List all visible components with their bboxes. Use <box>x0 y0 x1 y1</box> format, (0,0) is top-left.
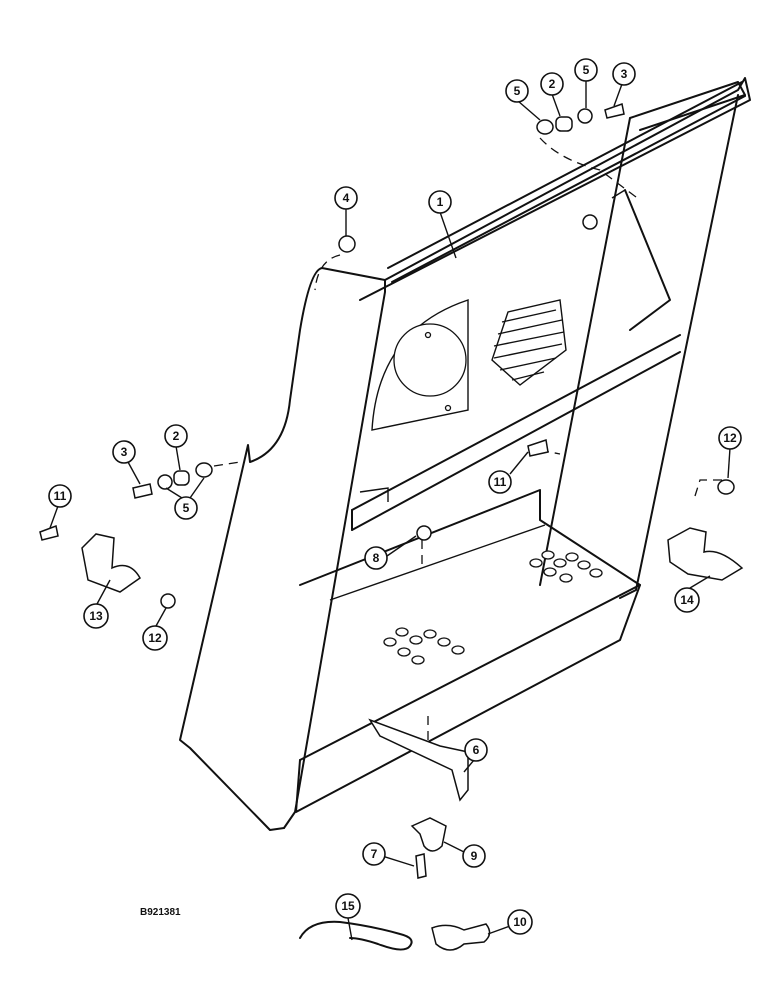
svg-text:6: 6 <box>473 743 480 757</box>
callout-14: 14 <box>674 587 700 613</box>
svg-text:3: 3 <box>621 67 628 81</box>
svg-text:13: 13 <box>89 609 103 623</box>
callout-11-center: 11 <box>488 470 512 494</box>
callout-5-top-left: 5 <box>505 79 529 103</box>
svg-text:11: 11 <box>54 489 67 503</box>
svg-text:5: 5 <box>183 501 190 515</box>
svg-text:5: 5 <box>583 63 590 77</box>
callout-5-top-right: 5 <box>574 58 598 82</box>
svg-text:12: 12 <box>723 431 737 445</box>
main-housing <box>179 77 751 831</box>
drawing-reference-code: B921381 <box>140 907 181 918</box>
callout-2-top: 2 <box>540 72 564 96</box>
callout-4: 4 <box>334 186 358 210</box>
svg-text:8: 8 <box>373 551 380 565</box>
svg-text:9: 9 <box>471 849 478 863</box>
svg-text:10: 10 <box>513 915 527 929</box>
svg-text:2: 2 <box>549 77 556 91</box>
svg-text:7: 7 <box>371 847 378 861</box>
hardware-parts <box>39 103 744 951</box>
callout-3-left: 3 <box>112 440 136 464</box>
callout-13: 13 <box>83 603 109 629</box>
callout-7: 7 <box>362 842 386 866</box>
callout-5-left: 5 <box>174 496 198 520</box>
svg-text:12: 12 <box>148 631 162 645</box>
svg-text:15: 15 <box>341 899 355 913</box>
svg-text:2: 2 <box>173 429 180 443</box>
vent-grille <box>491 299 567 386</box>
base-holes <box>383 550 603 665</box>
svg-text:4: 4 <box>343 191 350 205</box>
callout-1: 1 <box>428 190 452 214</box>
callout-3-top: 3 <box>612 62 636 86</box>
callout-12-left: 12 <box>142 625 168 651</box>
callout-10: 10 <box>507 909 533 935</box>
svg-text:3: 3 <box>121 445 128 459</box>
callout-12-right: 12 <box>718 426 742 450</box>
callout-11-left: 11 <box>48 484 72 508</box>
svg-text:11: 11 <box>494 475 507 489</box>
svg-text:5: 5 <box>514 84 521 98</box>
callout-2-left: 2 <box>164 424 188 448</box>
callout-9: 9 <box>462 844 486 868</box>
svg-text:14: 14 <box>680 593 694 607</box>
callout-15: 15 <box>335 893 361 919</box>
svg-text:1: 1 <box>437 195 444 209</box>
leader-lines <box>49 80 731 941</box>
assembly-lines <box>213 137 722 760</box>
callout-8: 8 <box>364 546 388 570</box>
callout-6: 6 <box>464 738 488 762</box>
